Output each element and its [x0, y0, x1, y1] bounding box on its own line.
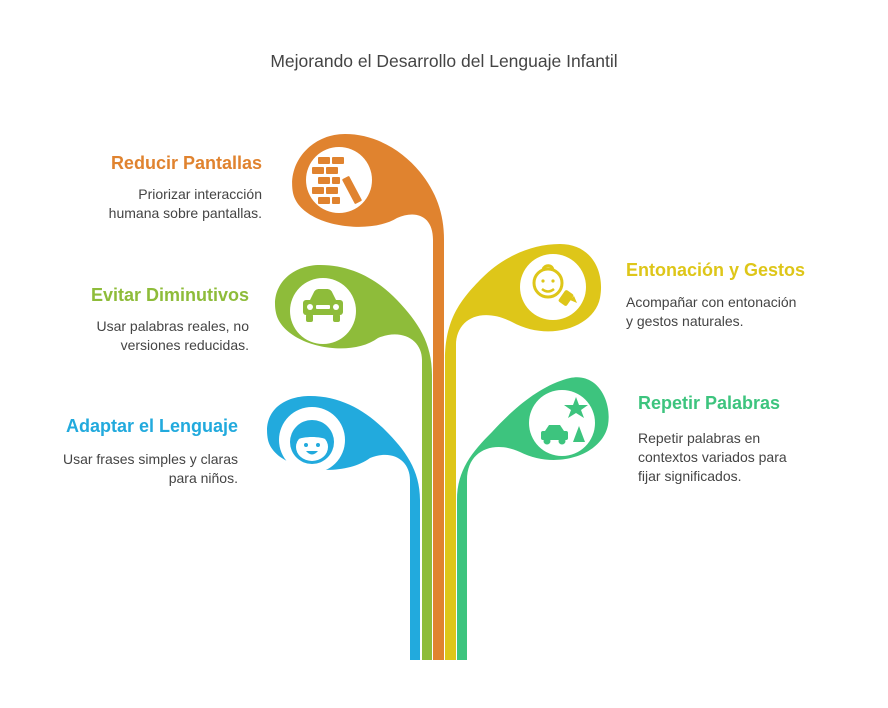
item-title-repetir-palabras: Repetir Palabras	[638, 393, 780, 413]
toys-icon	[541, 397, 588, 445]
bricks-icon	[312, 157, 362, 204]
baby-face-icon	[532, 264, 577, 306]
item-desc-entonacion-gestos-line2: y gestos naturales.	[626, 313, 744, 329]
car-icon	[303, 289, 343, 322]
item-title-reducir-pantallas: Reducir Pantallas	[111, 153, 262, 173]
item-desc-evitar-diminutivos-line1: Usar palabras reales, no	[96, 318, 249, 334]
item-title-adaptar-lenguaje: Adaptar el Lenguaje	[66, 416, 238, 436]
circle-yellow	[520, 254, 586, 320]
circle-teal	[529, 390, 595, 456]
item-title-evitar-diminutivos: Evitar Diminutivos	[91, 285, 249, 305]
item-desc-adaptar-lenguaje-line1: Usar frases simples y claras	[63, 451, 238, 467]
item-desc-repetir-palabras-line1: Repetir palabras en	[638, 430, 760, 446]
child-face-icon	[290, 420, 334, 464]
item-desc-reducir-pantallas-line2: humana sobre pantallas.	[109, 205, 262, 221]
item-desc-repetir-palabras-line2: contextos variados para	[638, 449, 787, 465]
page-title: Mejorando el Desarrollo del Lenguaje Inf…	[270, 51, 617, 71]
item-desc-reducir-pantallas-line1: Priorizar interacción	[138, 186, 262, 202]
item-desc-evitar-diminutivos-line2: versiones reducidas.	[121, 337, 249, 353]
item-desc-adaptar-lenguaje-line2: para niños.	[169, 470, 238, 486]
item-desc-repetir-palabras-line3: fijar significados.	[638, 468, 742, 484]
item-title-entonacion-gestos: Entonación y Gestos	[626, 260, 805, 280]
item-desc-entonacion-gestos-line1: Acompañar con entonación	[626, 294, 796, 310]
